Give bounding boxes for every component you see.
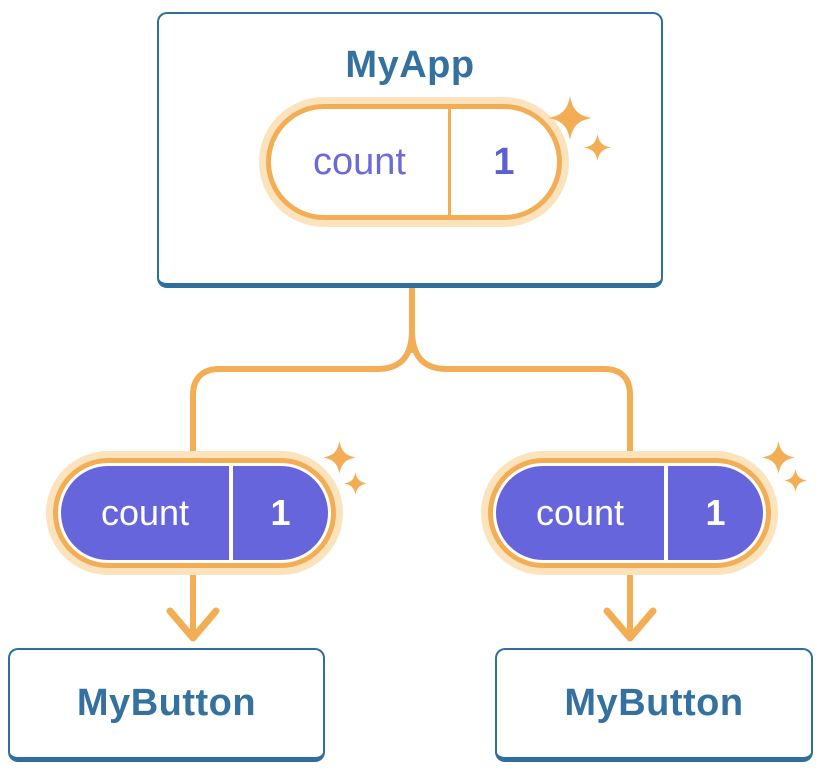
sparkle-icon (762, 441, 795, 474)
mybutton-title: MyButton (564, 682, 744, 724)
sparkle-icon (344, 472, 367, 495)
prop-pill-right: count 1 (481, 451, 778, 575)
prop-name: count (61, 466, 233, 560)
myapp-card: MyApp count 1 (157, 12, 663, 288)
prop-value: 1 (705, 492, 726, 533)
prop-pill-ring: count 1 (488, 458, 771, 568)
mybutton-title: MyButton (76, 682, 257, 724)
prop-pill-ring: count 1 (53, 458, 336, 568)
mybutton-card-left: MyButton (8, 648, 325, 762)
arrow-head-right (603, 607, 657, 642)
arrow-head-left (166, 607, 220, 642)
connector-branch-left (190, 327, 415, 459)
state-name: count (271, 109, 451, 215)
state-value: 1 (493, 140, 515, 183)
prop-pill-left: count 1 (46, 451, 343, 575)
myapp-title: MyApp (345, 44, 475, 86)
prop-value: 1 (270, 492, 291, 533)
connector-branch-right (409, 327, 633, 459)
state-pill: count 1 (259, 97, 569, 227)
mybutton-card-right: MyButton (495, 648, 813, 762)
prop-name: count (496, 466, 668, 560)
sparkle-icon (784, 469, 807, 492)
state-pill-ring: count 1 (266, 104, 562, 220)
